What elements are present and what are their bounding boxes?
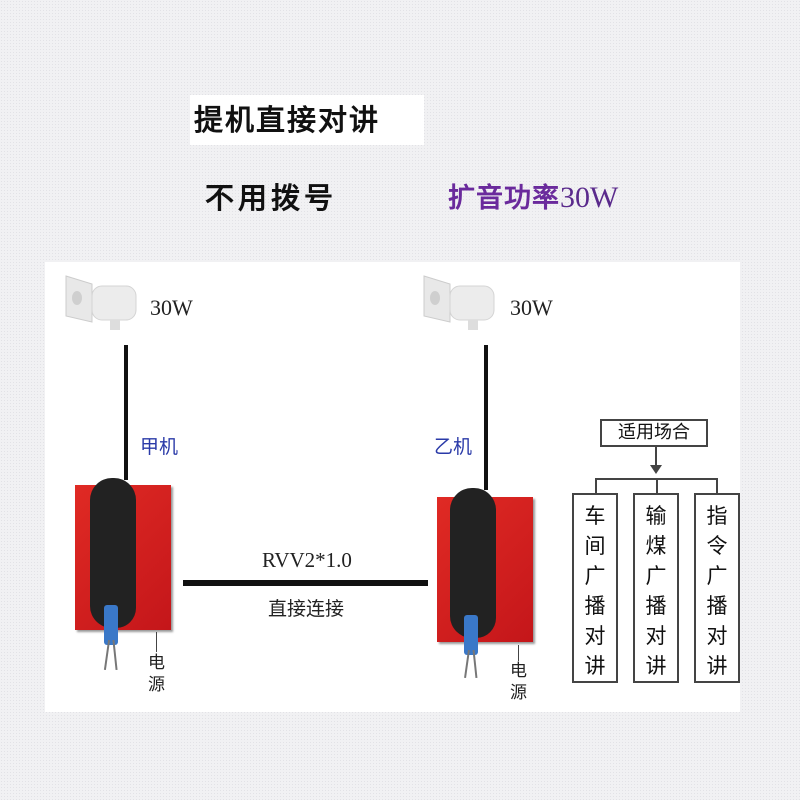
power-a-label: 电源 xyxy=(148,653,165,695)
power-label: 扩音功率 xyxy=(448,183,560,214)
cable-spec: RVV2*1.0 xyxy=(262,548,352,572)
tree-connector xyxy=(716,478,718,494)
power-value: 30W xyxy=(560,181,619,214)
application-item-command: 指令广播对讲 xyxy=(694,493,740,683)
horn-speaker-icon xyxy=(423,275,495,330)
unit-b-label: 乙机 xyxy=(434,436,473,458)
tree-stem xyxy=(655,447,657,467)
subtitle: 不用拨号 xyxy=(205,181,338,215)
tree-connector xyxy=(595,478,597,494)
phone-b-cord xyxy=(464,615,478,655)
phone-a-handset xyxy=(90,478,136,628)
application-item-workshop: 车间广播对讲 xyxy=(572,493,618,683)
applications-title: 适用场合 xyxy=(600,419,708,447)
speaker-a-power: 30W xyxy=(150,295,193,320)
tree-connector xyxy=(656,478,658,494)
power-b-label: 电源 xyxy=(510,661,527,703)
connection-cable xyxy=(183,580,428,586)
speaker-a-cable xyxy=(124,345,128,480)
unit-a-label: 甲机 xyxy=(140,436,179,458)
application-item-coal-conveying: 输煤广播对讲 xyxy=(633,493,679,683)
phone-b-handset xyxy=(450,488,496,638)
page-title: 提机直接对讲 xyxy=(190,95,424,145)
cable-description: 直接连接 xyxy=(268,598,345,620)
power-b-line xyxy=(518,645,519,661)
speaker-b-cable xyxy=(484,345,488,490)
speaker-b-power: 30W xyxy=(510,295,553,320)
power-a-line xyxy=(156,632,157,652)
power-rating: 扩音功率30W xyxy=(448,176,618,215)
arrow-down-icon xyxy=(650,465,662,474)
horn-speaker-icon xyxy=(65,275,137,330)
phone-a-cord xyxy=(104,605,118,645)
